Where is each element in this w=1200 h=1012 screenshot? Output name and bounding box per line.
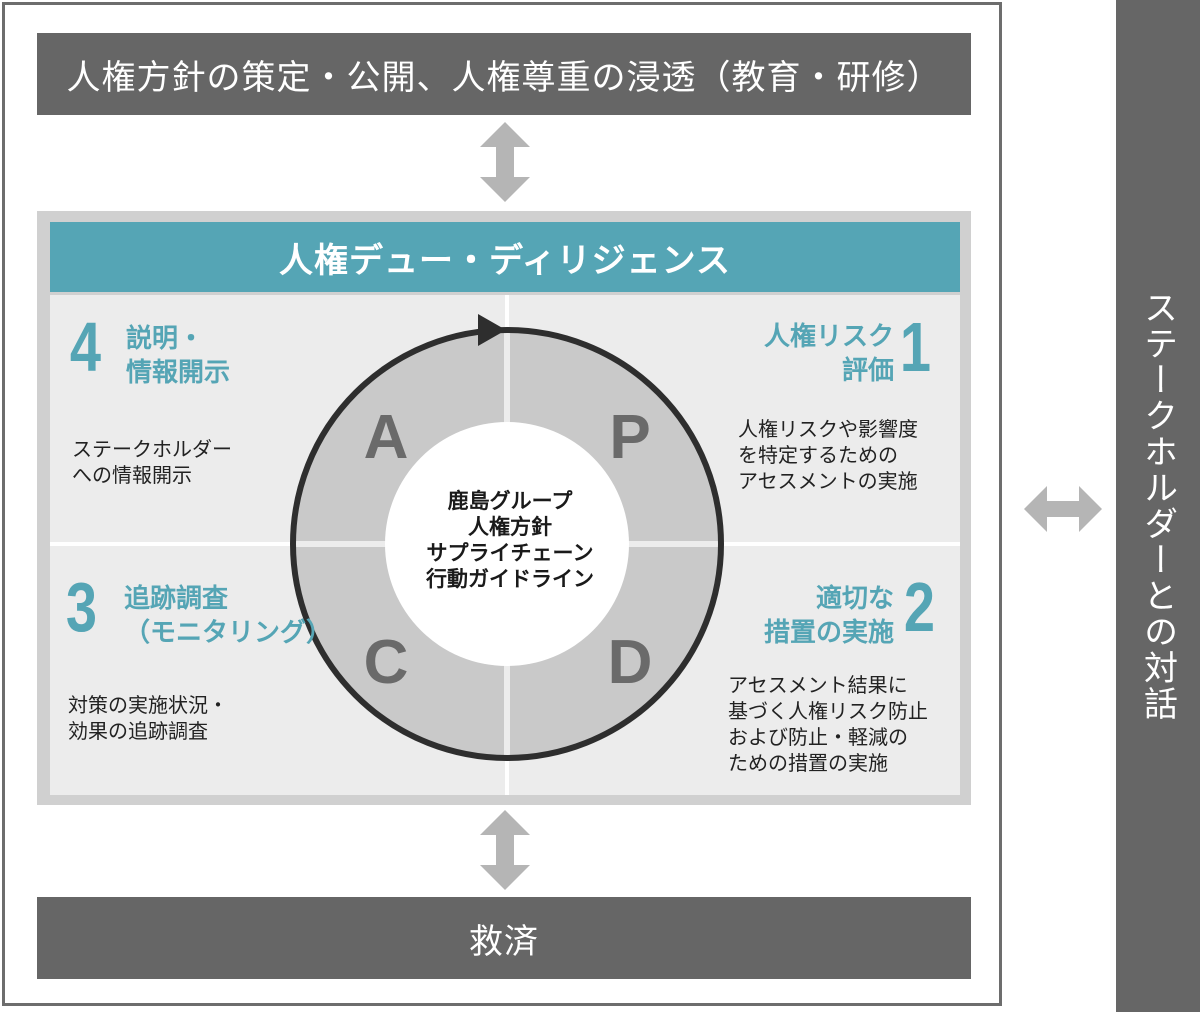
cycle-center <box>385 422 629 666</box>
stakeholder-dialogue-bar: ステークホルダーとの対話 <box>1116 0 1200 1012</box>
cycle-arrow-head <box>478 314 506 346</box>
center-line: 人権方針 <box>468 515 552 539</box>
center-policy-text: 鹿島グループ 人権方針 サプライチェーン 行動ガイドライン <box>395 488 625 592</box>
step-1-title: 人権リスク 評価 <box>763 322 894 386</box>
due-diligence-title: 人権デュー・ディリジェンス <box>50 222 960 292</box>
remedy-bar: 救済 <box>37 897 971 979</box>
policy-bar: 人権方針の策定・公開、人権尊重の浸透（教育・研修） <box>37 33 971 115</box>
up-down-arrow-bottom <box>480 810 530 890</box>
step-2-title: 適切な 措置の実施 <box>763 584 894 648</box>
letter-c: C <box>364 628 409 697</box>
cycle-outline <box>290 327 724 761</box>
step-4-title: 説明・ 情報開示 <box>126 324 231 388</box>
pdca-cycle: P D C A <box>290 314 724 761</box>
outer-frame <box>2 2 1002 1006</box>
center-line: 鹿島グループ <box>447 489 573 513</box>
step-2-number: 2 <box>903 568 936 646</box>
step-3-description: 対策の実施状況・ 効果の追跡調査 <box>68 693 228 743</box>
center-line: 行動ガイドライン <box>426 567 594 591</box>
letter-p: P <box>609 403 650 472</box>
center-line: サプライチェーン <box>426 541 594 565</box>
letter-d: D <box>608 628 653 697</box>
step-1-number: 1 <box>899 308 932 386</box>
step-1-description: 人権リスクや影響度 を特定するための アセスメントの実施 <box>738 417 918 493</box>
step-4-number: 4 <box>69 308 102 386</box>
up-down-arrow-top <box>480 122 530 202</box>
step-3-title: 追跡調査 （モニタリング） <box>124 584 333 648</box>
letter-a: A <box>364 403 409 472</box>
left-right-arrow <box>1024 486 1102 532</box>
step-4-description: ステークホルダー への情報開示 <box>72 437 232 487</box>
step-2-description: アセスメント結果に 基づく人権リスク防止 および防止・軽減の ための措置の実施 <box>728 673 928 775</box>
step-3-number: 3 <box>65 568 98 646</box>
